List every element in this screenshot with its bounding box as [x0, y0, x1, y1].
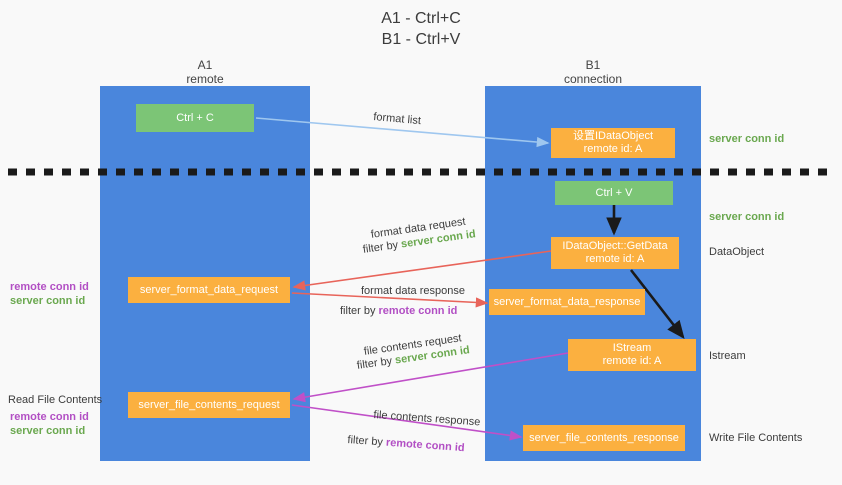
column-b1-name: B1: [585, 58, 601, 72]
box-set-dataobject-line1: 设置IDataObject: [572, 130, 654, 142]
side-label-right-server-conn-id-1: server conn id: [709, 133, 785, 145]
side-label-left-remote-conn-id-2: remote conn id: [10, 411, 89, 423]
box-server-file-contents-request-label: server_file_contents_request: [138, 398, 280, 411]
column-header-b1: B1 connection: [485, 58, 701, 86]
box-server-format-data-request-label: server_format_data_request: [139, 283, 279, 296]
box-server-file-contents-request[interactable]: server_file_contents_request: [128, 392, 290, 418]
box-server-format-data-response[interactable]: server_format_data_response: [489, 289, 645, 315]
side-label-left-server-conn-id-2: server conn id: [10, 425, 86, 437]
column-b1-sub: connection: [563, 72, 623, 86]
box-getdata-line1: IDataObject::GetData: [562, 240, 668, 252]
filter-prefix: filter by: [340, 305, 379, 317]
diagram-title: A1 - Ctrl+C B1 - Ctrl+V: [0, 8, 842, 50]
box-server-format-data-response-label: server_format_data_response: [493, 295, 641, 308]
box-server-file-contents-response-label: server_file_contents_response: [529, 431, 679, 444]
column-header-a1: A1 remote: [100, 58, 310, 86]
side-label-left-server-conn-id-1: server conn id: [10, 295, 86, 307]
box-istream-line2: remote id: A: [602, 355, 662, 367]
side-label-read-file-contents: Read File Contents: [8, 394, 103, 406]
box-istream-line1: IStream: [612, 342, 652, 354]
box-getdata-line2: remote id: A: [585, 253, 645, 265]
edge-label-file-contents-response-filter: filter by remote conn id: [347, 433, 465, 455]
box-set-dataobject[interactable]: 设置IDataObject remote id: A: [551, 128, 675, 158]
box-ctrl-c-label: Ctrl + C: [176, 111, 214, 124]
edge-label-format-data-response: format data response: [361, 285, 465, 297]
filter-value-remote-conn-id: remote conn id: [385, 436, 466, 455]
edge-label-file-contents-response: file contents response: [373, 408, 481, 429]
column-a1-name: A1: [197, 58, 213, 72]
side-label-write-file-contents: Write File Contents: [709, 432, 803, 444]
box-ctrl-c[interactable]: Ctrl + C: [136, 104, 254, 132]
side-label-istream: Istream: [709, 350, 746, 362]
box-ctrl-v[interactable]: Ctrl + V: [555, 181, 673, 205]
side-label-dataobject: DataObject: [709, 246, 765, 258]
box-server-format-data-request[interactable]: server_format_data_request: [128, 277, 290, 303]
side-label-left-remote-conn-id-1: remote conn id: [10, 281, 89, 293]
column-a1-sub: remote: [186, 72, 224, 86]
box-server-file-contents-response[interactable]: server_file_contents_response: [523, 425, 685, 451]
title-line-1: A1 - Ctrl+C: [381, 10, 461, 27]
filter-prefix: filter by: [362, 238, 402, 256]
filter-prefix: filter by: [347, 433, 387, 449]
box-istream[interactable]: IStream remote id: A: [568, 339, 696, 371]
filter-prefix: filter by: [356, 354, 396, 372]
box-idataobject-getdata[interactable]: IDataObject::GetData remote id: A: [551, 237, 679, 269]
filter-value-remote-conn-id: remote conn id: [378, 305, 458, 317]
edge-label-format-list: format list: [372, 110, 422, 128]
box-set-dataobject-line2: remote id: A: [583, 143, 643, 155]
edge-label-format-data-response-filter: filter by remote conn id: [340, 304, 457, 318]
title-line-2: B1 - Ctrl+V: [381, 31, 461, 48]
side-label-right-server-conn-id-2: server conn id: [709, 211, 785, 223]
box-ctrl-v-label: Ctrl + V: [595, 186, 633, 199]
